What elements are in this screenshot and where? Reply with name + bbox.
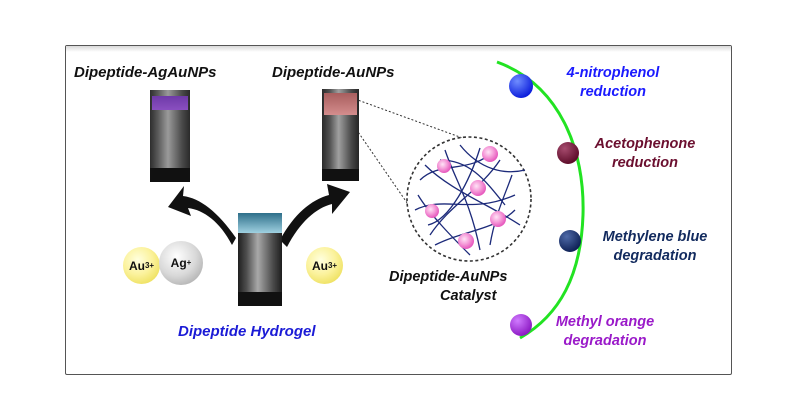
app-dot-methylene-blue	[559, 230, 581, 252]
title-au-nps: Dipeptide-AuNPs	[272, 64, 395, 81]
title-catalyst-line2: Catalyst	[440, 288, 497, 304]
ion-symbol: Ag	[170, 256, 187, 270]
app-label-acetophenone: Acetophenone reduction	[585, 135, 705, 173]
title-catalyst-line1: Dipeptide-AuNPs	[389, 269, 508, 285]
title-agau-nps: Dipeptide-AgAuNPs	[74, 64, 217, 81]
nanoparticle	[437, 159, 451, 173]
app-line1: Methyl orange	[555, 314, 655, 330]
right-reaction-arrow	[280, 184, 350, 247]
app-line1: Methylene blue	[602, 229, 708, 245]
nanoparticle	[482, 146, 498, 162]
app-line2: degradation	[613, 248, 697, 264]
app-label-methyl-orange: Methyl orange degradation	[540, 313, 670, 351]
nanoparticle	[425, 204, 439, 218]
hydrogel-vial	[238, 213, 282, 306]
application-arc	[496, 60, 585, 340]
agau-vial	[150, 90, 190, 182]
zoom-line-bottom	[346, 115, 413, 211]
ag-ion: Ag+	[159, 241, 203, 285]
app-dot-methyl-orange	[510, 314, 532, 336]
app-label-4-nitrophenol: 4-nitrophenol reduction	[558, 64, 668, 102]
app-line2: reduction	[579, 84, 647, 100]
nanoparticle	[470, 180, 486, 196]
nanofiber-network	[414, 144, 526, 256]
ion-symbol: Au	[128, 258, 145, 273]
app-dot-4-nitrophenol	[509, 74, 533, 98]
gold-nanoparticles	[425, 146, 506, 249]
app-line2: degradation	[563, 333, 647, 349]
nanoparticle	[490, 211, 506, 227]
left-reaction-arrow	[168, 186, 236, 245]
app-line1: 4-nitrophenol	[566, 65, 660, 81]
app-label-methylene-blue: Methylene blue degradation	[590, 228, 720, 266]
au-vial	[322, 89, 359, 181]
zoom-line-top	[354, 98, 469, 141]
nanoparticle	[458, 233, 474, 249]
title-dipeptide-hydrogel: Dipeptide Hydrogel	[178, 323, 316, 340]
app-line1: Acetophenone	[594, 136, 696, 152]
app-dot-acetophenone	[557, 142, 579, 164]
ion-symbol: Au	[311, 258, 328, 273]
app-line2: reduction	[611, 155, 679, 171]
